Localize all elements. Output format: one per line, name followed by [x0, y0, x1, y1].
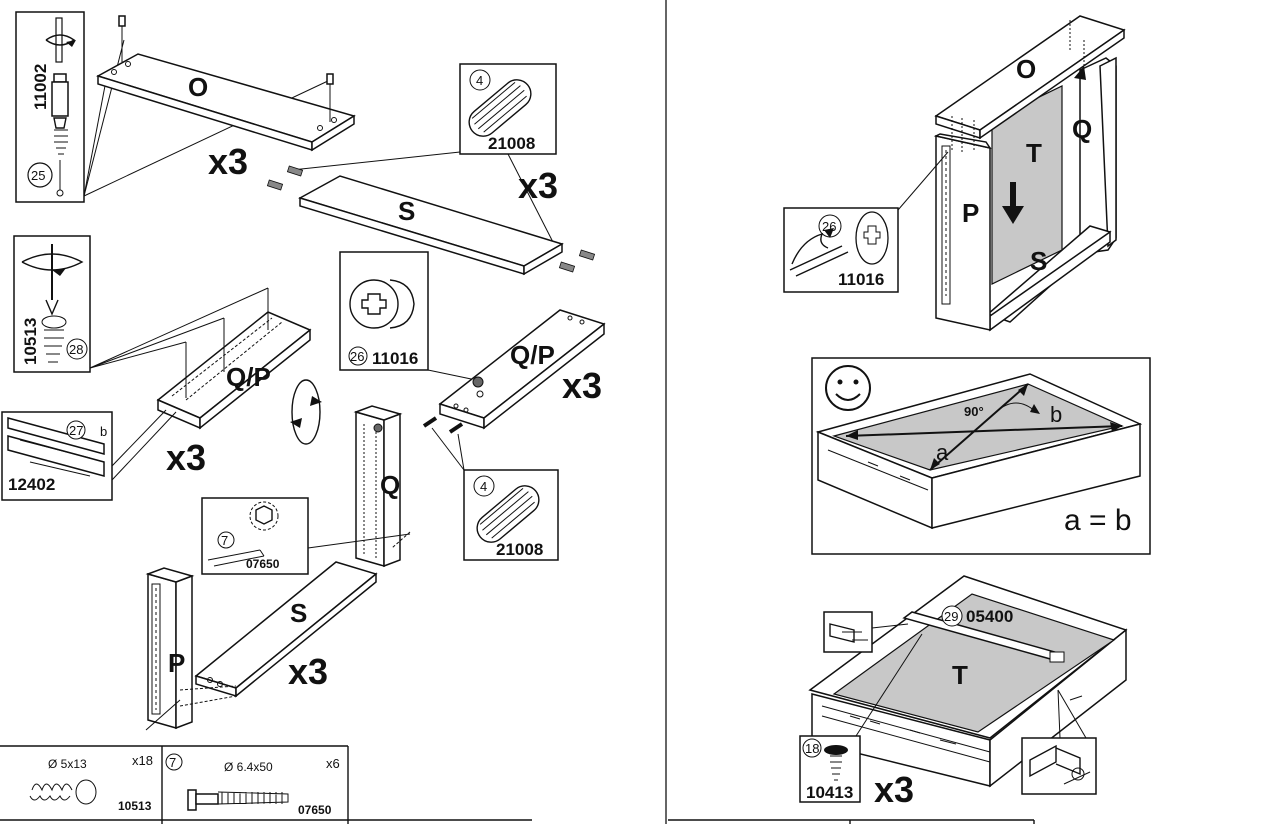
panel-qp-right: Q/P [422, 309, 606, 434]
mult-o: x3 [208, 141, 248, 182]
num-28: 28 [69, 342, 83, 357]
code-10513-table: 10513 [118, 799, 152, 813]
num-26-left: 26 [350, 349, 364, 364]
dim-07650: Ø 6.4x50 [224, 760, 273, 774]
mult-s-top: x3 [518, 165, 558, 206]
callout-cam-11016: 26 11016 [339, 251, 429, 371]
code-11016-left: 11016 [372, 349, 418, 368]
square-check-panel: 90° a b a = b [811, 357, 1151, 555]
label-qp-left: Q/P [226, 362, 271, 392]
table-row: 7 Ø 6.4x50 x6 07650 [165, 753, 340, 817]
code-07650: 07650 [246, 557, 280, 571]
panel-o: O [96, 15, 356, 152]
callout-screw-10513: 10513 28 [13, 235, 91, 373]
label-o: O [188, 72, 208, 102]
side-b: b [100, 424, 107, 439]
label-p-right: P [962, 198, 979, 228]
num-27: 27 [69, 423, 83, 438]
num-29: 29 [944, 609, 958, 624]
code-11002: 11002 [31, 64, 50, 110]
panel-p-vertical: P [145, 567, 237, 731]
num-25: 25 [31, 168, 45, 183]
mult-drawer: x3 [874, 769, 914, 810]
dim-10513: Ø 5x13 [48, 757, 87, 771]
num-18: 18 [805, 741, 819, 756]
callout-runner-12402: 27 b 12402 [1, 411, 113, 501]
panel-q-vertical: Q [353, 405, 403, 568]
num-7: 7 [221, 533, 228, 548]
label-t-right: T [1026, 138, 1042, 168]
callout-dowel-right: 4 21008 [463, 469, 559, 561]
qty-07650: x6 [326, 756, 340, 771]
label-q: Q [380, 470, 400, 500]
code-10413: 10413 [806, 783, 853, 802]
panel-s-top: S [266, 165, 596, 276]
callout-screw-10413: 18 10413 [799, 735, 861, 803]
callout-cam-11016-right: 26 11016 [783, 207, 899, 293]
panel-s-bottom: S [194, 561, 378, 698]
label-s-right: S [1030, 246, 1047, 276]
mult-qp-left: x3 [166, 437, 206, 478]
code-12402: 12402 [8, 475, 55, 494]
code-10513: 10513 [21, 318, 40, 365]
label-q-right: Q [1072, 114, 1092, 144]
detail-bracket-bottom [1021, 737, 1097, 795]
panel-qp-left: Q/P [156, 288, 312, 430]
label-s-top: S [398, 196, 415, 226]
angle-90: 90° [964, 404, 984, 419]
parts-table: Ø 5x13 x18 10513 7 Ø 6.4x50 x6 07650 [0, 745, 532, 824]
num-4-right: 4 [480, 479, 487, 494]
code-07650-table: 07650 [298, 803, 332, 817]
label-t-drawer: T [952, 660, 968, 690]
label-o-right: O [1016, 54, 1036, 84]
label-b: b [1050, 402, 1062, 427]
table-fragment-right [668, 819, 1035, 824]
code-05400: 05400 [966, 607, 1013, 626]
num-4-top: 4 [476, 73, 483, 88]
callout-dowel-top: 4 21008 [459, 63, 557, 155]
code-21008-top: 21008 [488, 134, 535, 153]
mult-s-bottom: x3 [288, 651, 328, 692]
num-7-table: 7 [169, 755, 176, 770]
mult-qp-right: x3 [562, 365, 602, 406]
eq-a-b: a = b [1064, 504, 1132, 537]
qty-10513: x18 [132, 753, 153, 768]
callout-screw-11002: 11002 25 [15, 11, 85, 203]
rotate-icon [290, 379, 322, 445]
label-a: a [936, 440, 949, 465]
detail-bracket-top [823, 611, 873, 653]
code-11016-right: 11016 [838, 270, 884, 289]
label-p: P [168, 648, 185, 678]
carcass-assembly: O Q T P S [933, 15, 1126, 332]
label-s-bottom: S [290, 598, 307, 628]
label-qp-right: Q/P [510, 340, 555, 370]
code-21008-right: 21008 [496, 540, 543, 559]
callout-bolt-07650: 7 07650 [201, 497, 309, 575]
smiley-icon [825, 365, 871, 411]
table-row: Ø 5x13 x18 10513 [29, 753, 153, 813]
